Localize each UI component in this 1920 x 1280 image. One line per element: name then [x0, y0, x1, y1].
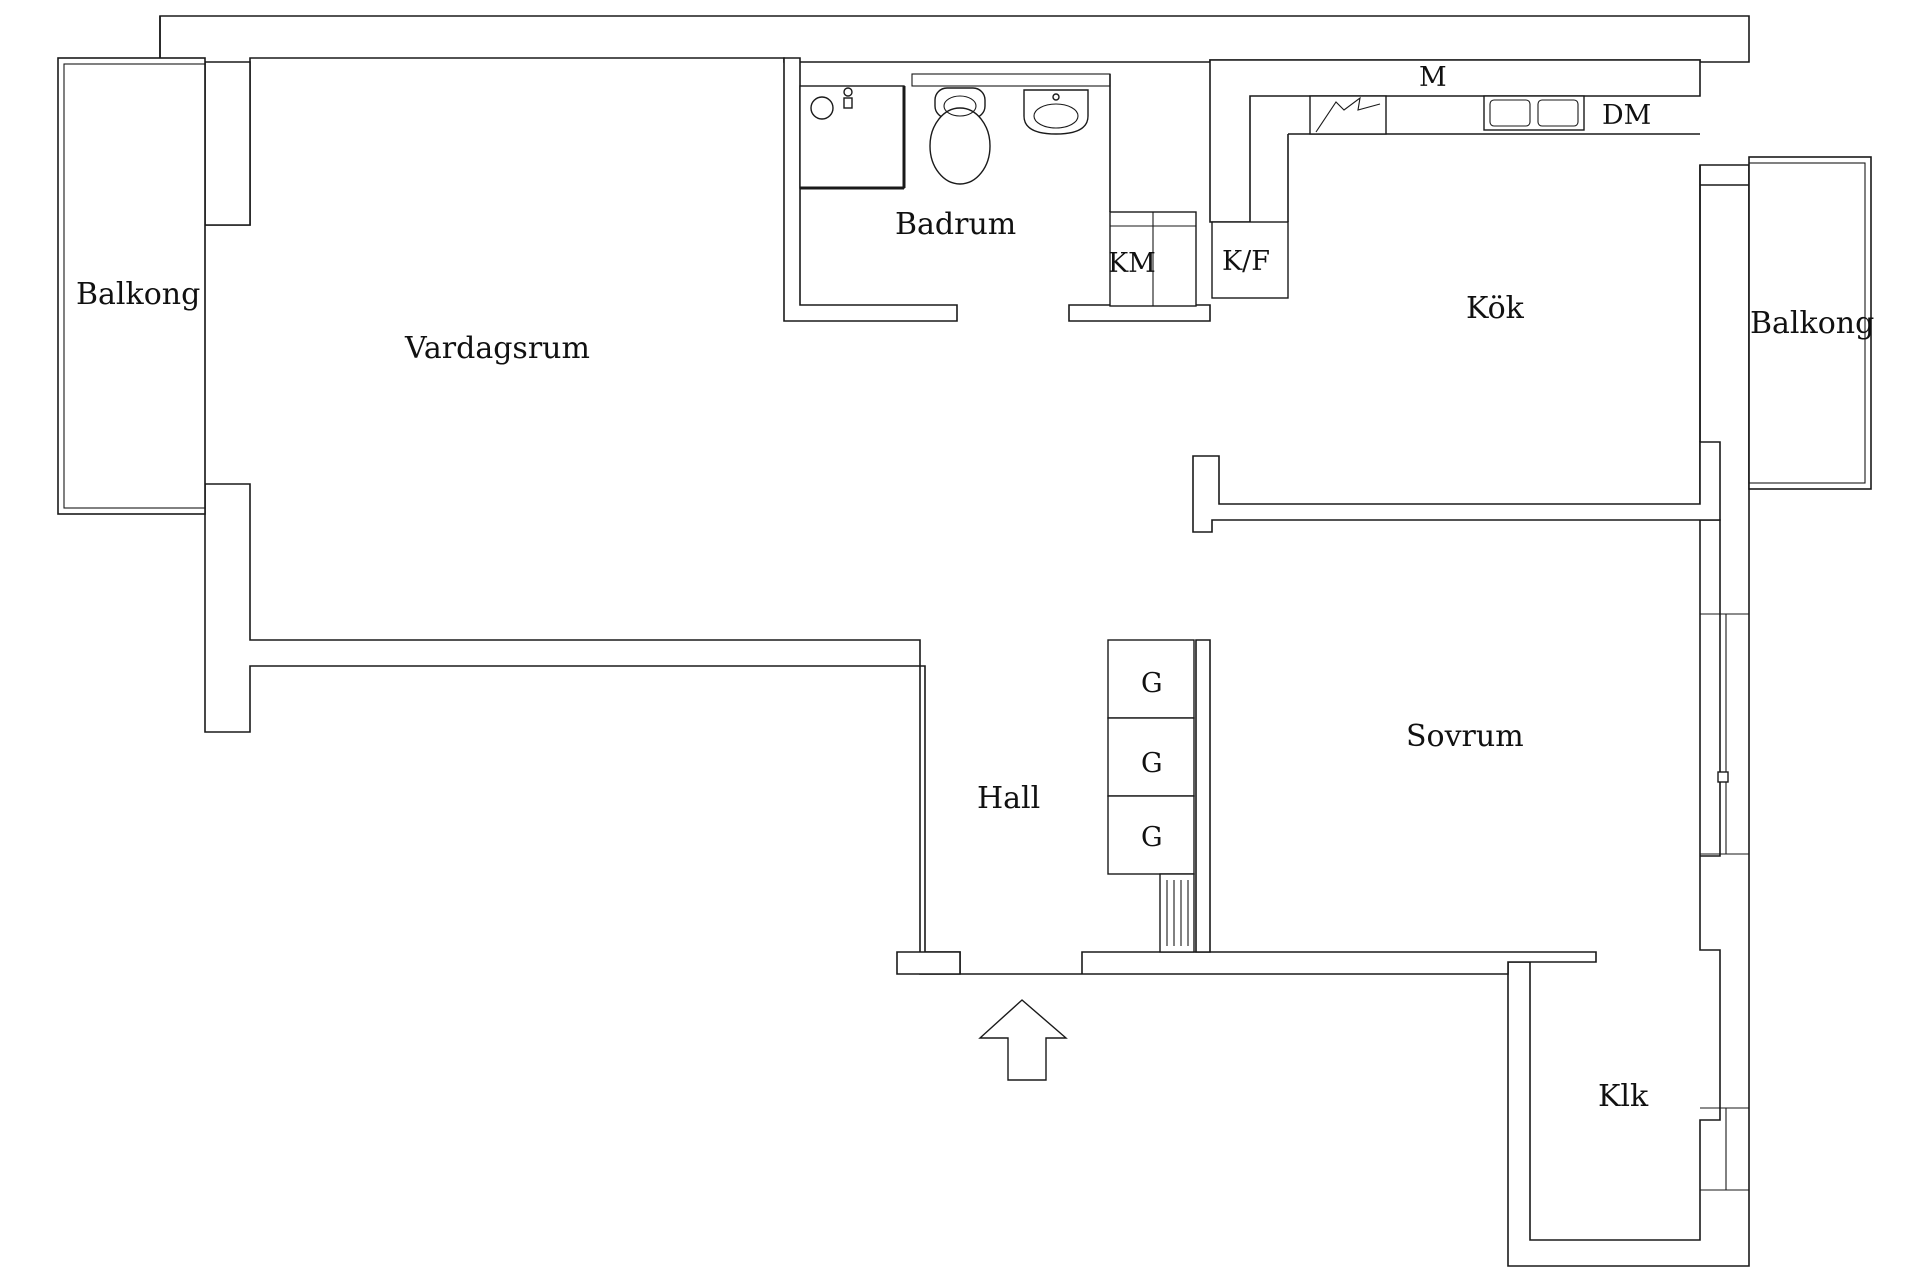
kf-fridge	[1211, 221, 1289, 299]
label-hall: Hall	[977, 781, 1040, 816]
east-windows	[1700, 613, 1749, 1191]
label-balkong-west: Balkong	[76, 277, 200, 312]
wall-kitchen-counter	[1209, 59, 1701, 223]
room-labels: Balkong Vardagsrum Badrum KM K/F M DM Kö…	[76, 62, 1874, 1114]
label-kf: K/F	[1222, 246, 1270, 277]
stove-icon	[1309, 95, 1387, 135]
label-g1: G	[1141, 668, 1163, 699]
bath-counter	[911, 73, 1111, 87]
label-sovrum: Sovrum	[1406, 719, 1524, 754]
label-vardagsrum: Vardagsrum	[404, 331, 590, 366]
wall-bottom	[896, 951, 1597, 975]
dishwasher-sink	[1483, 95, 1585, 131]
label-g3: G	[1141, 822, 1163, 853]
balkong-west	[57, 16, 206, 515]
label-km: KM	[1108, 248, 1156, 279]
label-balkong-east: Balkong	[1750, 306, 1874, 341]
label-badrum: Badrum	[895, 207, 1016, 242]
wall-hall-sovrum	[1195, 639, 1211, 953]
label-kok: Kök	[1466, 291, 1525, 326]
interior-walls	[783, 57, 1749, 953]
radiator-icon	[1159, 873, 1195, 953]
wardrobes	[1107, 639, 1195, 875]
sink-icon	[1023, 89, 1089, 135]
wall-east	[1507, 164, 1750, 1267]
balkong-east	[1748, 156, 1872, 490]
label-klk: Klk	[1598, 1079, 1649, 1114]
wall-badrum	[783, 57, 958, 322]
outer-walls	[159, 15, 1750, 1267]
wall-west-upper	[204, 61, 251, 226]
wall-kitchen-south	[1192, 441, 1721, 533]
label-dm: DM	[1602, 100, 1651, 131]
wall-west-lower	[204, 483, 961, 975]
label-m: M	[1419, 62, 1447, 93]
km-cabinet	[1109, 211, 1197, 307]
entrance-arrow-icon	[978, 999, 1068, 1081]
toilet-icon	[929, 87, 991, 185]
label-g2: G	[1141, 748, 1163, 779]
wall-badrum-east	[1068, 304, 1211, 322]
shower-icon	[799, 85, 906, 190]
